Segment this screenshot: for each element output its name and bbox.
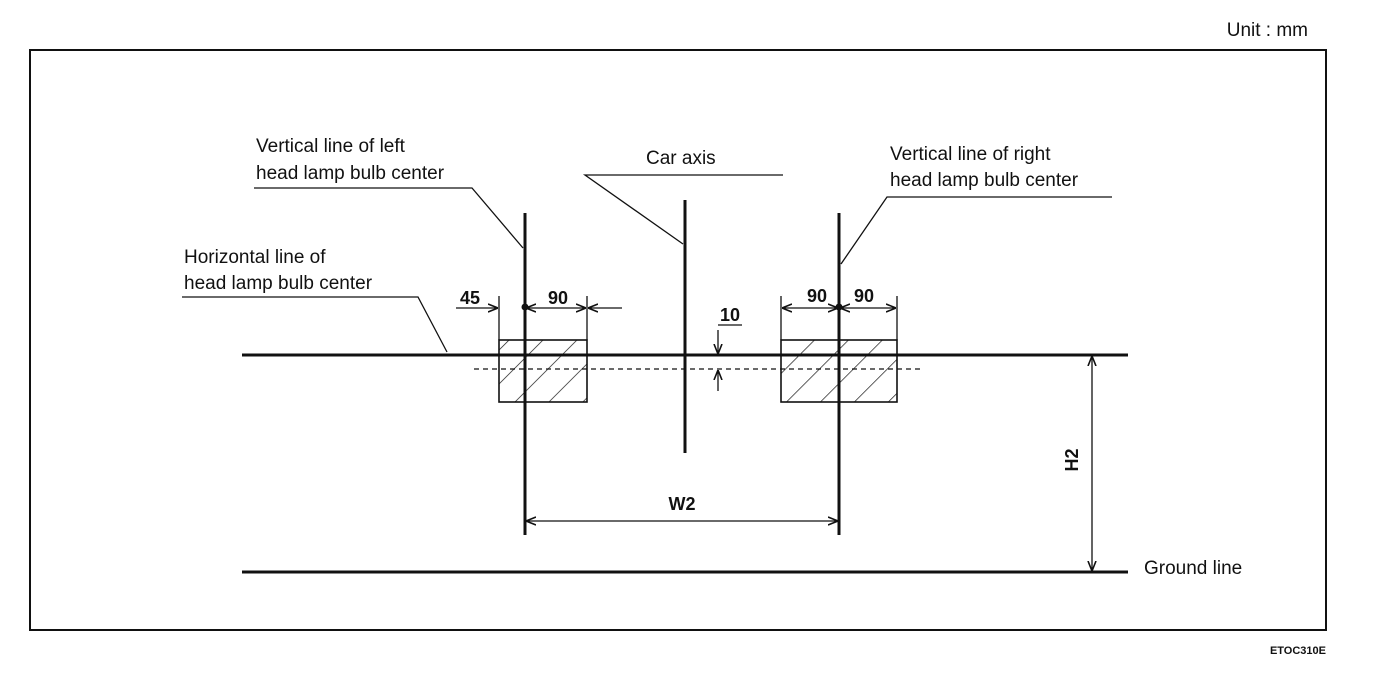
dim-vertical-offset: 10	[720, 305, 740, 325]
unit-label: Unit : mm	[1227, 20, 1308, 41]
dim-left-width: 90	[548, 288, 568, 308]
right-center-dot	[835, 303, 843, 311]
label-horizontal-2: head lamp bulb center	[184, 273, 373, 294]
label-ground-line: Ground line	[1144, 558, 1242, 579]
dim-lamp-height: H2	[1062, 448, 1082, 471]
label-right-vertical-1: Vertical line of right	[890, 144, 1051, 165]
dim-right-width-right: 90	[854, 286, 874, 306]
dim-right-width-left: 90	[807, 286, 827, 306]
figure-code: ETOC310E	[1270, 645, 1326, 657]
label-right-vertical-2: head lamp bulb center	[890, 170, 1079, 191]
dim-left-offset: 45	[460, 288, 480, 308]
label-left-vertical-2: head lamp bulb center	[256, 163, 445, 184]
diagram-frame	[29, 49, 1327, 631]
label-car-axis: Car axis	[646, 148, 716, 169]
left-center-dot	[521, 303, 529, 311]
left-lamp-zone	[498, 339, 588, 403]
dim-lamp-spacing: W2	[669, 494, 696, 514]
label-left-vertical-1: Vertical line of left	[256, 136, 406, 157]
label-horizontal-1: Horizontal line of	[184, 247, 326, 268]
